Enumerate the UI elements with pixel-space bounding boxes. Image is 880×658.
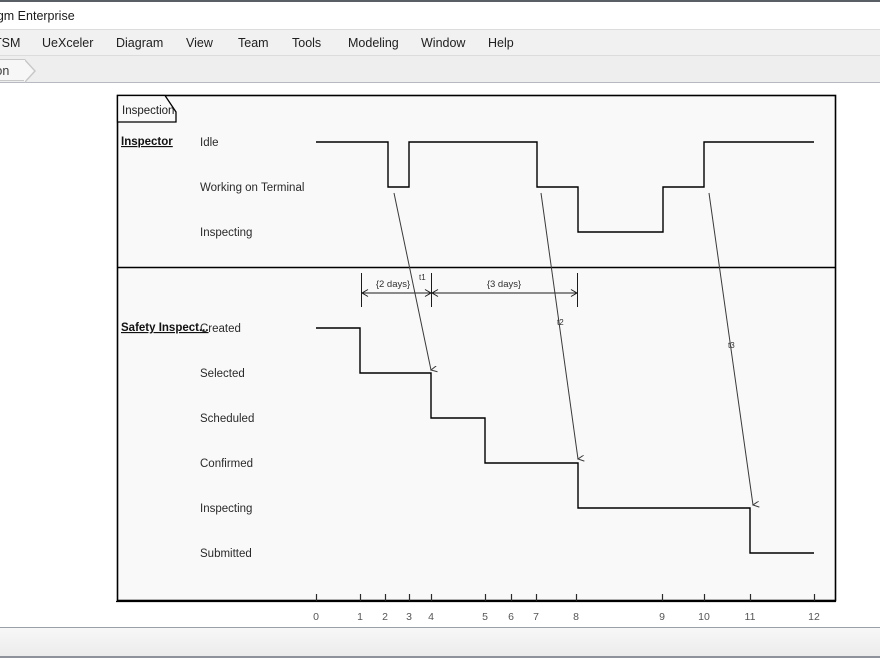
menu-bar: TSM UeXceler Diagram View Team Tools Mod… [0,29,880,56]
window-title-bar: radigm Enterprise [0,0,880,29]
tick-label-7: 7 [533,611,539,623]
menu-item-tools[interactable]: Tools [292,36,322,50]
frame-label: Inspection [122,105,174,117]
message-label-t3: t3 [728,341,735,350]
tick-label-11: 11 [745,611,756,623]
state-label-confirmed: Confirmed [200,458,253,470]
tick-label-1: 1 [357,611,363,623]
lifeline-name-inspector[interactable]: Inspector [121,136,173,148]
status-bar [0,627,880,658]
diagram-canvas[interactable]: Inspection Inspector Idle Working on Ter… [0,83,880,627]
state-label-inspecting: Inspecting [200,503,252,515]
state-label-selected: Selected [200,368,245,380]
state-label-idle: Idle [200,137,219,149]
tick-label-12: 12 [808,611,820,623]
document-tab-strip: pection [0,56,880,83]
message-arrow-t2[interactable] [540,192,578,459]
state-label-inspecting-inspector: Inspecting [200,227,252,239]
message-arrow-t3[interactable] [708,192,753,505]
tick-label-10: 10 [698,611,710,623]
tick-label-4: 4 [428,611,434,623]
diagram-frame[interactable] [116,94,837,602]
tick-label-0: 0 [313,611,319,623]
menu-item-modeling[interactable]: Modeling [348,36,399,50]
duration-label-2days: {2 days} [376,279,410,290]
timing-diagram: Inspection Inspector Idle Working on Ter… [116,94,837,623]
tick-label-9: 9 [659,611,665,623]
lifeline-name-safety-inspection[interactable]: Safety Inspect... [121,322,209,334]
time-axis-ticks [315,594,816,601]
state-label-scheduled: Scheduled [200,413,254,425]
message-arrow-t1[interactable] [393,192,431,370]
menu-item-uexceler[interactable]: UeXceler [42,36,94,50]
menu-item-view[interactable]: View [186,36,213,50]
state-label-submitted: Submitted [200,548,252,560]
frame-name-compartment [116,94,177,123]
menu-item-help[interactable]: Help [488,36,514,50]
menu-item-team[interactable]: Team [238,36,269,50]
message-label-t1: t1 [419,273,426,282]
tick-label-6: 6 [508,611,514,623]
menu-item-window[interactable]: Window [421,36,466,50]
tick-label-5: 5 [482,611,488,623]
tick-label-3: 3 [406,611,412,623]
state-label-working-on-terminal: Working on Terminal [200,182,304,194]
state-label-created: Created [200,323,241,335]
tab-inspection[interactable]: pection [0,59,37,83]
menu-item-diagram[interactable]: Diagram [116,36,164,50]
menu-item-tsm[interactable]: TSM [0,36,21,50]
time-axis-tick-labels: 0 1 2 3 4 5 6 7 8 9 10 11 12 [313,611,820,623]
window-title: radigm Enterprise [0,9,75,23]
duration-label-3days: {3 days} [487,279,521,290]
waveform-safety-inspection[interactable] [316,327,814,554]
tick-label-8: 8 [573,611,579,623]
tick-label-2: 2 [382,611,388,623]
message-label-t2: t2 [557,318,564,327]
waveform-inspector[interactable] [316,141,814,233]
